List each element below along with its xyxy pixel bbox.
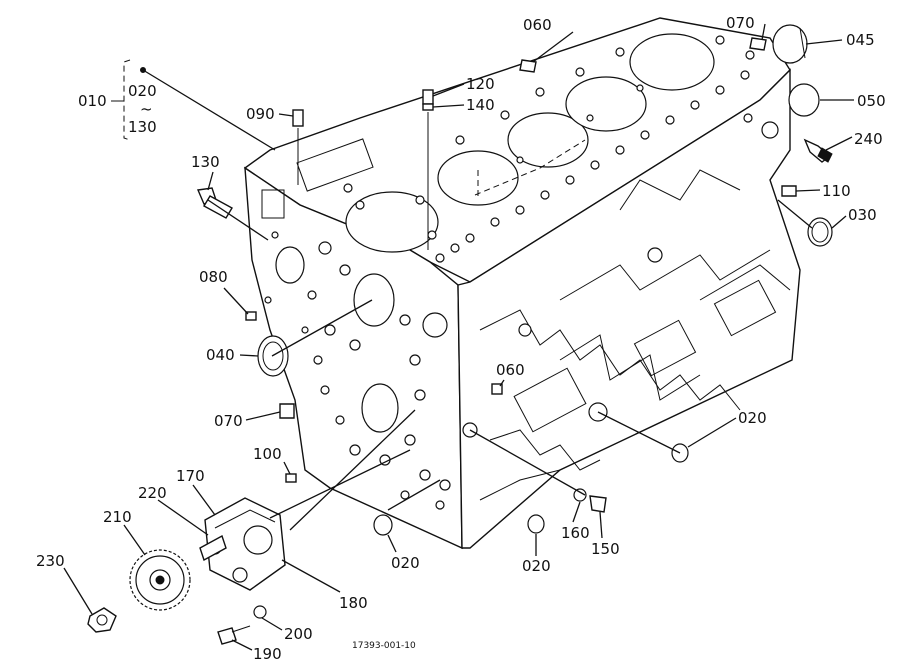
label-070-side: 070 (214, 412, 243, 430)
label-080: 080 (199, 268, 228, 286)
label-020-bracket: 020 (128, 82, 157, 100)
label-070-top: 070 (726, 14, 755, 32)
label-160: 160 (561, 524, 590, 542)
bolt-150 (589, 495, 607, 513)
dowel-070-top (749, 37, 767, 51)
front-face-holes (264, 231, 451, 510)
label-060-side: 060 (496, 361, 525, 379)
bracket-010 (111, 59, 146, 141)
pin-070-left (279, 403, 295, 419)
drawing-code: 17393-001-10 (352, 641, 416, 651)
label-020-mid: 020 (522, 557, 551, 575)
pin-100 (285, 473, 297, 483)
plug-020-left (373, 514, 393, 536)
deck-bolt-holes (343, 35, 755, 263)
cylinder-block (243, 17, 801, 550)
pin-110 (781, 185, 797, 197)
label-120: 120 (466, 75, 495, 93)
plug-020-mid (527, 514, 545, 534)
dowel-060-side (491, 383, 503, 395)
label-020-left: 020 (391, 554, 420, 572)
pin-090 (292, 109, 304, 185)
label-190: 190 (253, 645, 282, 663)
label-045: 045 (846, 31, 875, 49)
bolt-190 (217, 625, 251, 645)
leader-lines (63, 23, 854, 651)
nut-230 (87, 607, 117, 633)
pin-120-140 (422, 89, 434, 250)
label-030: 030 (848, 206, 877, 224)
label-240: 240 (854, 130, 883, 148)
pin-080 (245, 311, 257, 321)
label-230: 230 (36, 552, 65, 570)
label-110: 110 (822, 182, 851, 200)
bolt-130 (196, 187, 233, 219)
label-010: 010 (78, 92, 107, 110)
label-020-right: 020 (738, 409, 767, 427)
label-220: 220 (138, 484, 167, 502)
label-180: 180 (339, 594, 368, 612)
sensor-240 (803, 138, 833, 163)
plug-050 (788, 83, 820, 117)
dowel-060-top (519, 59, 537, 73)
label-140: 140 (466, 96, 495, 114)
part-labels: 010 020 ~ 130 060 070 045 050 240 120 14… (36, 14, 886, 663)
label-210: 210 (103, 508, 132, 526)
label-060-top: 060 (523, 16, 552, 34)
label-090: 090 (246, 105, 275, 123)
label-200: 200 (284, 625, 313, 643)
label-050: 050 (857, 92, 886, 110)
washer-200 (253, 605, 267, 619)
washer-160 (573, 488, 587, 502)
label-100: 100 (253, 445, 282, 463)
gear-210 (129, 549, 191, 611)
plug-045 (772, 24, 808, 64)
side-webs (422, 113, 791, 501)
seal-030 (807, 217, 833, 247)
label-040: 040 (206, 346, 235, 364)
bracket-tilde: ~ (140, 100, 153, 118)
label-130: 130 (191, 153, 220, 171)
label-150: 150 (591, 540, 620, 558)
label-170: 170 (176, 467, 205, 485)
shaft-220 (199, 534, 227, 562)
label-130-bracket: 130 (128, 118, 157, 136)
